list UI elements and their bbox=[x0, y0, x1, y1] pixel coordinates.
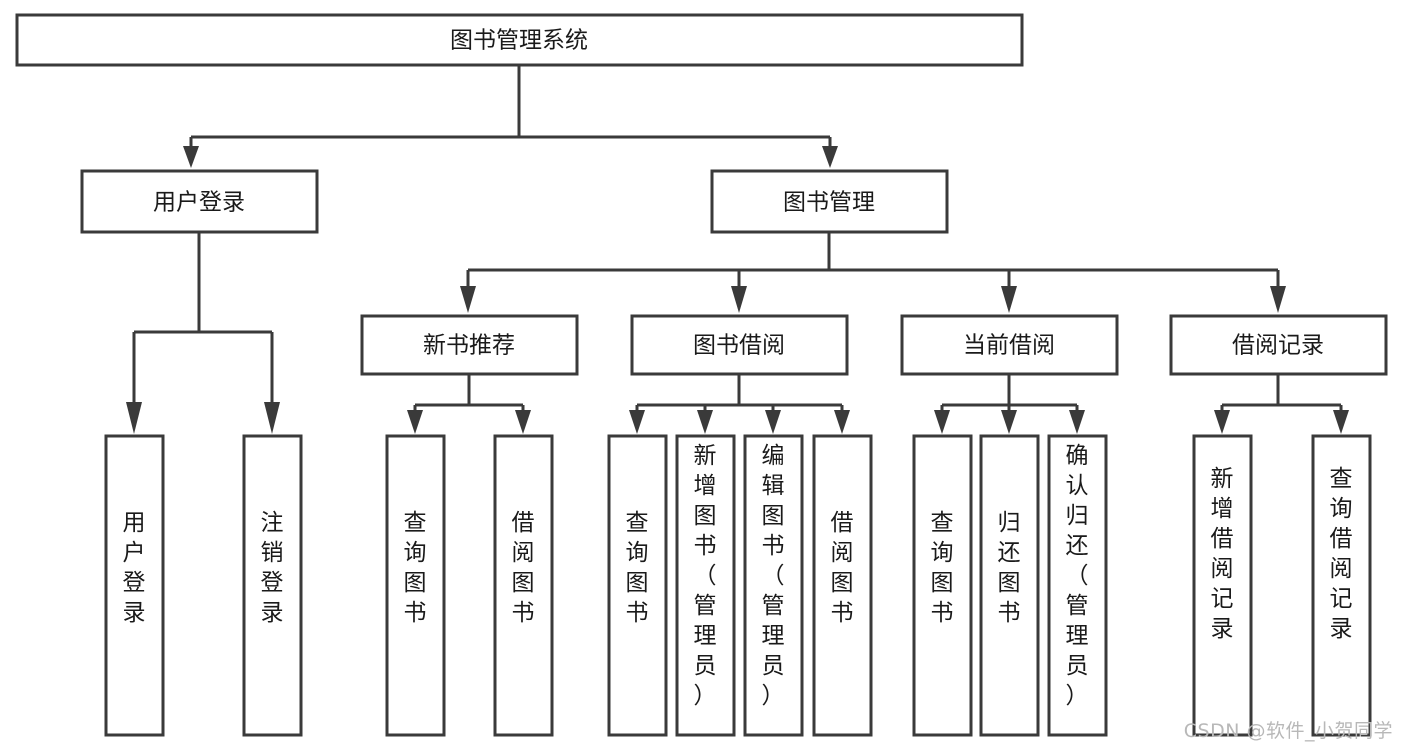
arrow-nbr-leaf-1 bbox=[515, 410, 531, 434]
arrow-bb-leaf-2 bbox=[765, 410, 781, 434]
node-book-borrow-box[interactable] bbox=[630, 314, 849, 376]
arrow-bm-to-book-borrow bbox=[731, 286, 747, 313]
leaf-book-borrow-2-box[interactable] bbox=[743, 434, 804, 737]
leaf-book-borrow-0[interactable]: 查询图书 bbox=[607, 434, 668, 737]
node-user-login-box[interactable] bbox=[80, 169, 319, 234]
leaf-user-login-1[interactable]: 注销登录 bbox=[242, 434, 303, 737]
node-borrow-record-label: 借阅记录 bbox=[1232, 333, 1324, 359]
leaf-borrow-record-1-label: 查询借阅记录 bbox=[1330, 466, 1353, 642]
leaf-current-borrow-0[interactable]: 查询图书 bbox=[912, 434, 973, 737]
node-borrow-record[interactable]: 借阅记录 bbox=[1169, 314, 1388, 376]
leaf-user-login-0-label: 用户登录 bbox=[123, 510, 146, 626]
leaf-new-book-rec-0[interactable]: 查询图书 bbox=[385, 434, 446, 737]
node-new-book-rec[interactable]: 新书推荐 bbox=[360, 314, 579, 376]
leaf-current-borrow-1-box[interactable] bbox=[979, 434, 1040, 737]
leaf-book-borrow-3-box[interactable] bbox=[812, 434, 873, 737]
leaf-user-login-0[interactable]: 用户登录 bbox=[104, 434, 165, 737]
leaf-new-book-rec-0-box[interactable] bbox=[385, 434, 446, 737]
node-user-login-label: 用户登录 bbox=[153, 190, 245, 216]
leaf-current-borrow-1[interactable]: 归还图书 bbox=[979, 434, 1040, 737]
node-current-borrow[interactable]: 当前借阅 bbox=[900, 314, 1119, 376]
leaf-new-book-rec-1-box[interactable] bbox=[493, 434, 554, 737]
arrow-br-leaf-0 bbox=[1214, 410, 1230, 434]
arrow-bb-leaf-1 bbox=[697, 410, 713, 434]
node-root[interactable]: 图书管理系统 bbox=[15, 13, 1024, 67]
arrow-cb-leaf-1 bbox=[1001, 410, 1017, 434]
leaf-book-borrow-3-label: 借阅图书 bbox=[831, 510, 854, 626]
arrow-cb-leaf-2 bbox=[1069, 410, 1085, 434]
node-book-manage[interactable]: 图书管理 bbox=[710, 169, 949, 234]
node-book-manage-label: 图书管理 bbox=[783, 190, 875, 216]
arrow-bb-leaf-3 bbox=[834, 410, 850, 434]
leaf-book-borrow-0-label: 查询图书 bbox=[626, 510, 649, 626]
arrow-bb-leaf-0 bbox=[629, 410, 645, 434]
leaf-current-borrow-2-label: 确认归还（管理员） bbox=[1066, 443, 1089, 709]
node-root-label: 图书管理系统 bbox=[450, 28, 588, 54]
node-book-borrow[interactable]: 图书借阅 bbox=[630, 314, 849, 376]
arrow-bm-to-new-book bbox=[460, 286, 476, 313]
arrow-br-leaf-1 bbox=[1333, 410, 1349, 434]
leaf-borrow-record-1-box[interactable] bbox=[1311, 434, 1372, 737]
leaf-book-borrow-2-label: 编辑图书（管理员） bbox=[762, 443, 785, 709]
node-new-book-rec-label: 新书推荐 bbox=[423, 333, 515, 359]
leaf-user-login-0-box[interactable] bbox=[104, 434, 165, 737]
arrow-user-login-leaf-0 bbox=[126, 402, 142, 434]
leaf-book-borrow-3[interactable]: 借阅图书 bbox=[812, 434, 873, 737]
leaf-book-borrow-2[interactable]: 编辑图书（管理员） bbox=[743, 434, 804, 737]
node-root-box[interactable] bbox=[15, 13, 1024, 67]
leaf-book-borrow-1-box[interactable] bbox=[675, 434, 736, 737]
leaf-current-borrow-0-box[interactable] bbox=[912, 434, 973, 737]
arrow-user-login-leaf-1 bbox=[264, 402, 280, 434]
node-new-book-rec-box[interactable] bbox=[360, 314, 579, 376]
leaf-current-borrow-1-label: 归还图书 bbox=[998, 510, 1021, 626]
leaf-book-borrow-1[interactable]: 新增图书（管理员） bbox=[675, 434, 736, 737]
arrow-root-to-book-manage bbox=[822, 146, 838, 168]
arrow-bm-to-current-borrow bbox=[1001, 286, 1017, 313]
arrow-nbr-leaf-0 bbox=[407, 410, 423, 434]
node-current-borrow-label: 当前借阅 bbox=[963, 333, 1055, 359]
node-user-login[interactable]: 用户登录 bbox=[80, 169, 319, 234]
arrow-cb-leaf-0 bbox=[934, 410, 950, 434]
leaf-borrow-record-1[interactable]: 查询借阅记录 bbox=[1311, 434, 1372, 737]
node-book-manage-box[interactable] bbox=[710, 169, 949, 234]
leaf-book-borrow-0-box[interactable] bbox=[607, 434, 668, 737]
node-borrow-record-box[interactable] bbox=[1169, 314, 1388, 376]
leaf-borrow-record-0-label: 新增借阅记录 bbox=[1211, 466, 1234, 642]
connectors bbox=[126, 66, 1349, 434]
leaf-current-borrow-2-box[interactable] bbox=[1047, 434, 1108, 737]
leaf-current-borrow-2[interactable]: 确认归还（管理员） bbox=[1047, 434, 1108, 737]
leaf-user-login-1-label: 注销登录 bbox=[261, 510, 284, 626]
leaf-new-book-rec-1[interactable]: 借阅图书 bbox=[493, 434, 554, 737]
arrow-bm-to-borrow-record bbox=[1270, 286, 1286, 313]
leaf-book-borrow-1-label: 新增图书（管理员） bbox=[694, 443, 717, 709]
node-book-borrow-label: 图书借阅 bbox=[693, 333, 785, 359]
arrow-root-to-user-login bbox=[183, 146, 199, 168]
leaf-new-book-rec-0-label: 查询图书 bbox=[404, 510, 427, 626]
leaf-user-login-1-box[interactable] bbox=[242, 434, 303, 737]
leaf-borrow-record-0-box[interactable] bbox=[1192, 434, 1253, 737]
leaf-current-borrow-0-label: 查询图书 bbox=[931, 510, 954, 626]
leaf-new-book-rec-1-label: 借阅图书 bbox=[512, 510, 535, 626]
leaf-borrow-record-0[interactable]: 新增借阅记录 bbox=[1192, 434, 1253, 737]
node-current-borrow-box[interactable] bbox=[900, 314, 1119, 376]
